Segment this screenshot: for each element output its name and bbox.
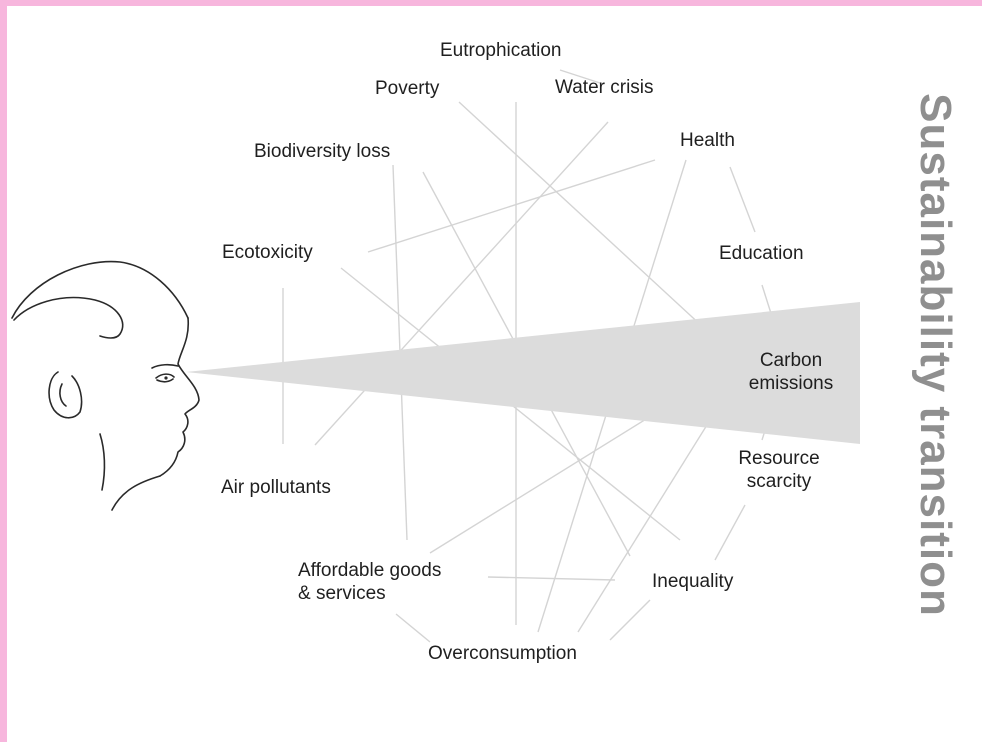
label-resource-scarcity-line1: Resource [738, 448, 820, 469]
connector-line [609, 599, 651, 641]
connector-line [559, 69, 601, 84]
label-affordable-goods-line1: Affordable goods [298, 560, 442, 581]
label-ecotoxicity: Ecotoxicity [222, 242, 313, 263]
label-carbon-emissions-line1: Carbon [759, 350, 823, 371]
connector-line [714, 504, 746, 561]
label-affordable-goods-services: Affordable goods & services [298, 559, 441, 605]
label-resource-scarcity-line2: scarcity [746, 471, 812, 492]
connector-line [395, 613, 431, 643]
diagram-title: Sustainability transition [911, 93, 960, 617]
vertical-title-container: Sustainability transition [905, 50, 965, 660]
label-eutrophication: Eutrophication [440, 40, 562, 61]
label-inequality: Inequality [652, 571, 734, 592]
label-biodiversity-loss: Biodiversity loss [254, 141, 391, 162]
label-overconsumption: Overconsumption [428, 643, 577, 664]
label-health: Health [680, 130, 735, 151]
label-air-pollutants: Air pollutants [221, 477, 331, 498]
connector-line [458, 101, 718, 341]
human-head-profile-icon [11, 260, 200, 511]
label-carbon-emissions-line2: emissions [748, 373, 834, 394]
vision-cone [186, 302, 860, 444]
connector-line [487, 576, 616, 581]
label-water-crisis: Water crisis [555, 77, 654, 98]
label-carbon-emissions: Carbon emissions [738, 349, 844, 395]
label-education: Education [719, 243, 804, 264]
label-affordable-goods-line2: & services [298, 583, 386, 604]
label-resource-scarcity: Resource scarcity [728, 447, 830, 493]
connector-line [314, 121, 609, 446]
connector-line [729, 166, 756, 233]
connector-line [367, 159, 656, 253]
label-poverty: Poverty [375, 78, 440, 99]
